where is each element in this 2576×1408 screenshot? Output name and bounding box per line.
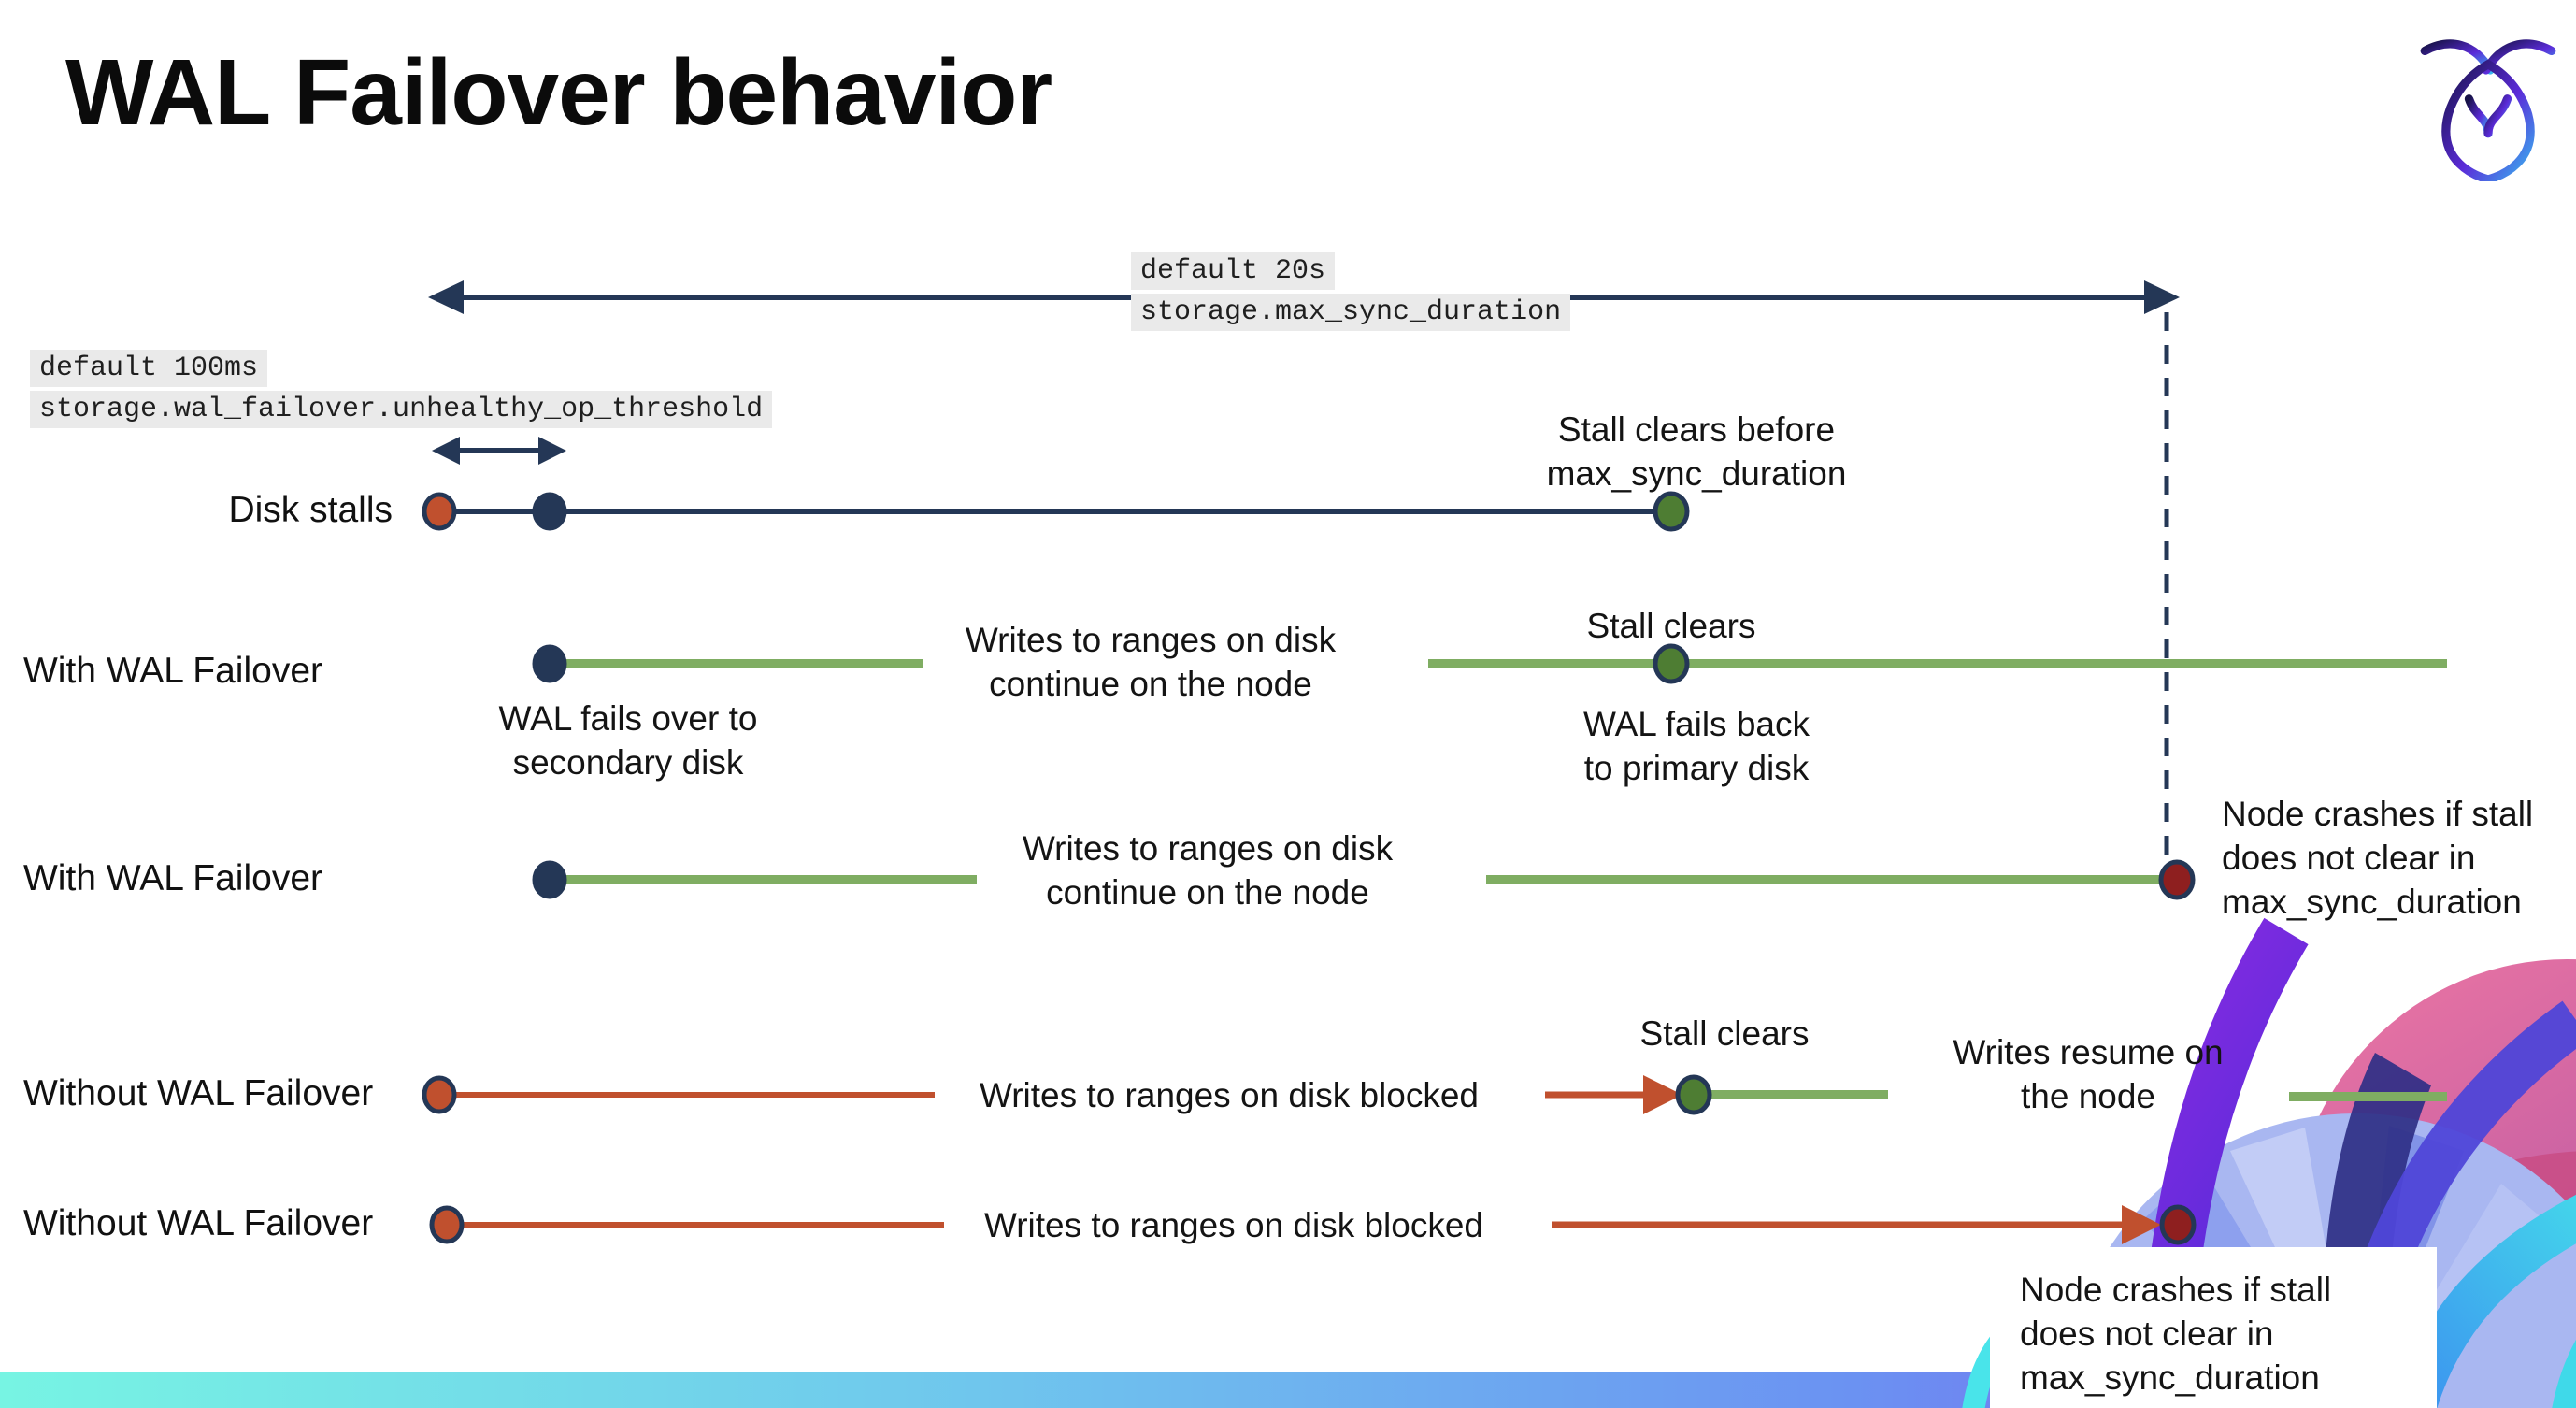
threshold-dot xyxy=(532,492,567,531)
setting-default-value: default 100ms xyxy=(30,350,268,387)
annotation-writes-continue-2: Writes to ranges on disk continue on the… xyxy=(1022,829,1394,912)
row-label-disk-stalls: Disk stalls xyxy=(228,490,393,531)
failback-dot xyxy=(1653,643,1690,684)
annotation-stall-clears-1: Stall clears xyxy=(1586,607,1756,645)
callout-max-sync-duration: default 20s storage.max_sync_duration xyxy=(1131,252,1571,331)
unhealthy-op-threshold-arrow xyxy=(432,437,566,465)
stall-start-dot xyxy=(422,1075,457,1114)
stall-clears-dot xyxy=(1675,1074,1712,1115)
annotation-wal-fails-over: WAL fails over to secondary disk xyxy=(498,699,758,782)
node-crash-callout-box: Node crashes if stall does not clear in … xyxy=(1990,1247,2437,1408)
stall-clears-dot xyxy=(1653,491,1690,532)
annotation-wal-fails-back: WAL fails back to primary disk xyxy=(1583,705,1810,787)
blocked-arrowhead xyxy=(2122,1205,2161,1244)
callout-unhealthy-op-threshold: default 100ms storage.wal_failover.unhea… xyxy=(30,350,773,428)
row-with-failover-recovers xyxy=(532,643,2447,684)
stall-start-dot xyxy=(429,1205,465,1244)
setting-name: storage.max_sync_duration xyxy=(1131,294,1571,331)
row-label-without-wal-failover-1: Without WAL Failover xyxy=(23,1073,374,1114)
setting-default-value: default 20s xyxy=(1131,252,1336,290)
annotation-stall-clears-before: Stall clears before max_sync_duration xyxy=(1546,410,1847,493)
stall-start-dot xyxy=(422,492,457,531)
annotation-writes-blocked-1: Writes to ranges on disk blocked xyxy=(979,1076,1480,1114)
cockroachdb-logo-icon xyxy=(2420,39,2556,181)
annotation-writes-continue-1: Writes to ranges on disk continue on the… xyxy=(965,621,1337,703)
setting-name: storage.wal_failover.unhealthy_op_thresh… xyxy=(30,391,773,428)
row-label-with-wal-failover-1: With WAL Failover xyxy=(23,651,322,692)
node-crash-dot xyxy=(2159,1204,2197,1245)
row-disk-stalls xyxy=(422,491,1690,532)
annotation-writes-blocked-2: Writes to ranges on disk blocked xyxy=(983,1206,1484,1244)
annotation-node-crashes-2: Node crashes if stall does not clear in … xyxy=(2020,1271,2332,1397)
logo-mark xyxy=(2420,39,2556,181)
annotation-stall-clears-2: Stall clears xyxy=(1639,1014,1810,1053)
page-title: WAL Failover behavior xyxy=(65,40,1052,145)
row-label-with-wal-failover-2: With WAL Failover xyxy=(23,858,322,899)
failover-dot xyxy=(532,860,567,899)
annotation-writes-resume: Writes resume on the node xyxy=(1953,1033,2224,1115)
failover-dot xyxy=(532,644,567,683)
blocked-arrowhead xyxy=(1643,1075,1682,1114)
row-label-without-wal-failover-2: Without WAL Failover xyxy=(23,1203,374,1244)
annotation-node-crashes-1: Node crashes if stall does not clear in … xyxy=(2222,795,2534,921)
node-crash-dot xyxy=(2158,859,2196,900)
